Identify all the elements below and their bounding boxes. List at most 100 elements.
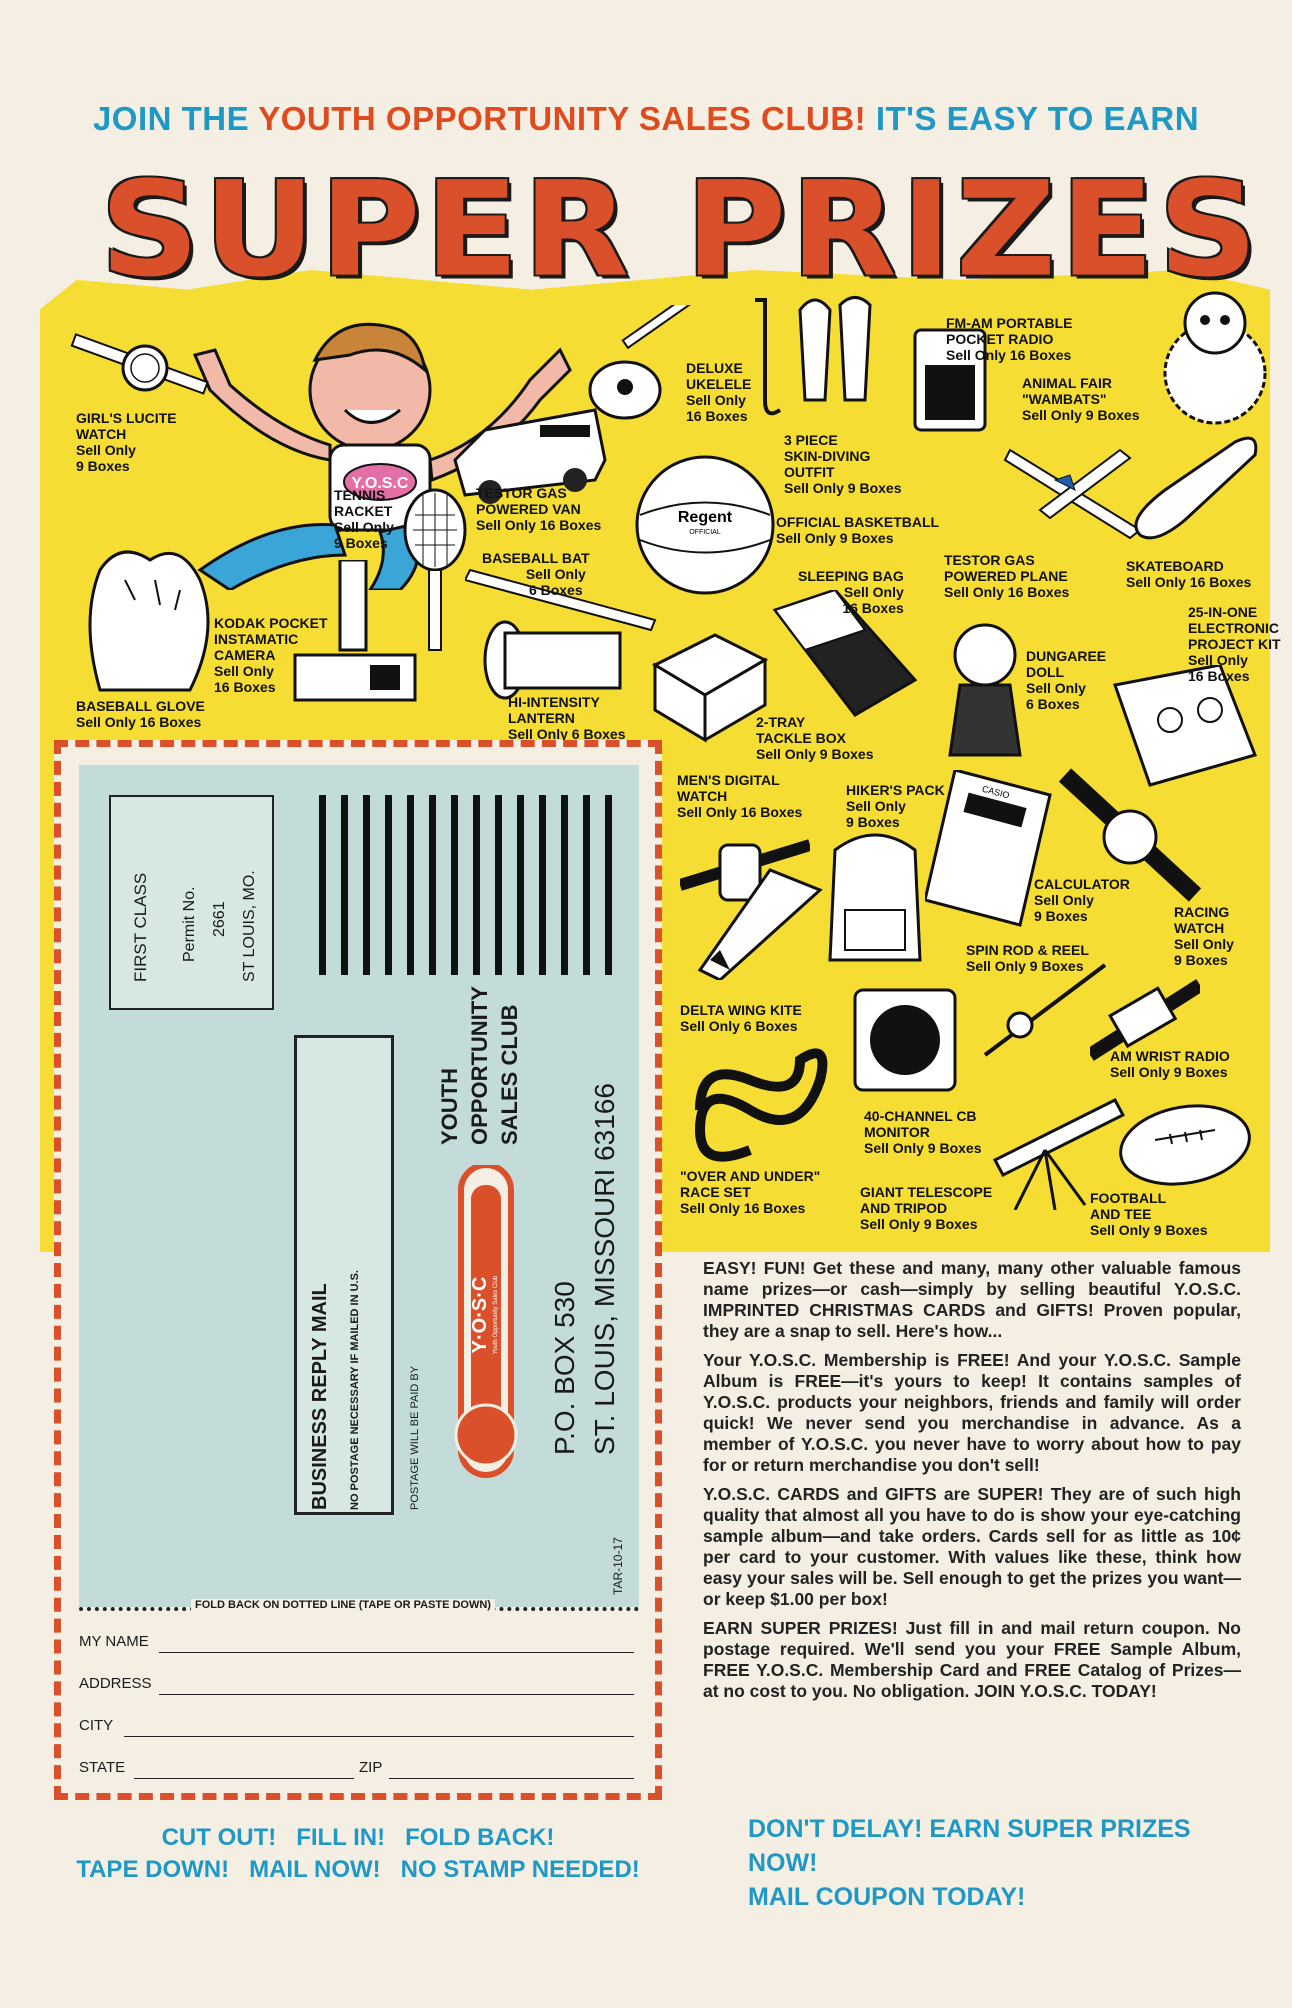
pocket-radio-icon <box>913 328 987 432</box>
mail-coupon[interactable]: FIRST CLASS Permit No. 2661 ST LOUIS, MO… <box>54 740 662 1800</box>
telescope-icon <box>992 1098 1125 1210</box>
postal-bars <box>319 795 619 975</box>
body-copy: EASY! FUN! Get these and many, many othe… <box>703 1258 1241 1710</box>
page-title: SUPER PRIZES <box>100 153 1262 306</box>
zip-label: ZIP <box>359 1759 383 1776</box>
baseball-glove-icon <box>88 550 210 692</box>
yosc-logo: Y·O·S·C Youth Opportunity Sales Club <box>454 1165 518 1478</box>
address-label: ADDRESS <box>79 1675 152 1692</box>
headline-club: YOUTH OPPORTUNITY SALES CLUB! <box>258 100 867 137</box>
permit-label: Permit No. <box>181 886 198 962</box>
po-box: P.O. BOX 530 <box>549 1281 580 1455</box>
fold-instructions: FOLD BACK ON DOTTED LINE (TAPE OR PASTE … <box>191 1599 495 1611</box>
permit-box: FIRST CLASS Permit No. 2661 ST LOUIS, MO… <box>109 795 274 1010</box>
mascot-illustration: Y.O.S.C <box>192 322 572 590</box>
sleeping-bag-icon <box>772 590 918 717</box>
city-field[interactable] <box>124 1736 634 1737</box>
wambat-icon <box>1163 291 1267 425</box>
first-class-text: FIRST CLASS <box>131 872 150 982</box>
instructions-line-1: CUT OUT! FILL IN! FOLD BACK! <box>161 1824 555 1851</box>
delta-kite-icon <box>697 868 823 980</box>
address-field[interactable] <box>159 1694 634 1695</box>
headline-easy: IT'S EASY TO EARN <box>875 100 1200 137</box>
tennis-racket-icon <box>403 488 467 651</box>
zip-field[interactable] <box>389 1778 634 1779</box>
address-row[interactable]: ADDRESS <box>79 1669 639 1697</box>
org-line-1: YOUTH <box>437 1068 462 1145</box>
cb-monitor-icon <box>853 988 957 1092</box>
body-paragraph: EASY! FUN! Get these and many, many othe… <box>703 1258 1241 1341</box>
call-to-action: DON'T DELAY! EARN SUPER PRIZES NOW! MAIL… <box>748 1812 1248 1914</box>
cta-line-1: DON'T DELAY! EARN SUPER PRIZES NOW! <box>748 1815 1191 1877</box>
basketball-sub: OFFICIAL <box>689 529 721 536</box>
no-postage-text: NO POSTAGE NECESSARY IF MAILED IN U.S. <box>349 1270 361 1510</box>
instructions-line-2: TAPE DOWN! MAIL NOW! NO STAMP NEEDED! <box>76 1856 640 1883</box>
race-set-icon <box>694 1048 828 1162</box>
hikers-pack-icon <box>828 833 922 962</box>
baseball-bat-icon <box>465 568 657 632</box>
business-reply-panel: FIRST CLASS Permit No. 2661 ST LOUIS, MO… <box>79 765 639 1607</box>
logo-subtext: Youth Opportunity Sales Club <box>493 1275 499 1354</box>
paid-by-text: POSTAGE WILL BE PAID BY <box>409 1365 421 1510</box>
digital-watch-icon <box>680 839 810 902</box>
body-paragraph: Your Y.O.S.C. Membership is FREE! And yo… <box>703 1350 1241 1475</box>
state-zip-row[interactable]: STATE ZIP <box>79 1753 639 1781</box>
calculator-icon: CASIO <box>925 770 1052 927</box>
diving-outfit-icon <box>755 296 872 416</box>
name-row[interactable]: MY NAME <box>79 1627 639 1655</box>
coupon-instructions: CUT OUT! FILL IN! FOLD BACK! TAPE DOWN! … <box>54 1822 662 1886</box>
org-line-2: OPPORTUNITY <box>467 986 492 1145</box>
body-paragraph: Y.O.S.C. CARDS and GIFTS are SUPER! They… <box>703 1484 1241 1609</box>
basketball-icon: Regent OFFICIAL <box>635 455 775 595</box>
van-icon <box>453 408 607 504</box>
body-paragraph: EARN SUPER PRIZES! Just fill in and mail… <box>703 1618 1241 1701</box>
state-label: STATE <box>79 1759 126 1776</box>
headline-join: JOIN THE <box>92 100 250 137</box>
project-kit-icon <box>1113 665 1257 787</box>
business-reply-mail: BUSINESS REPLY MAIL <box>309 1283 331 1510</box>
football-icon <box>1119 1104 1251 1186</box>
cta-line-2: MAIL COUPON TODAY! <box>748 1883 1026 1911</box>
name-field[interactable] <box>159 1652 634 1653</box>
state-field[interactable] <box>134 1778 354 1779</box>
skateboard-icon <box>1134 436 1258 540</box>
logo-text: Y·O·S·C <box>469 1277 491 1354</box>
coupon-code: TAR-10-17 <box>611 1537 625 1595</box>
plane-icon <box>1003 448 1142 540</box>
mascot-shirt-text: Y.O.S.C <box>352 475 409 492</box>
racing-watch-icon <box>1058 768 1202 902</box>
wrist-radio-icon <box>1090 979 1200 1061</box>
basketball-brand: Regent <box>678 509 733 526</box>
tackle-box-icon <box>651 633 769 743</box>
mail-address: ST. LOUIS, MISSOURI 63166 <box>589 1083 620 1455</box>
lucite-watch-icon <box>70 333 209 395</box>
brm-box <box>294 1035 394 1515</box>
headline: JOIN THE YOUTH OPPORTUNITY SALES CLUB! I… <box>0 100 1292 138</box>
city-row[interactable]: CITY <box>79 1711 639 1739</box>
prize-label: ANIMAL FAIR "WAMBATS"Sell Only 9 Boxes <box>1022 375 1140 423</box>
rod-reel-icon <box>983 963 1107 1057</box>
dungaree-doll-icon <box>948 623 1022 757</box>
